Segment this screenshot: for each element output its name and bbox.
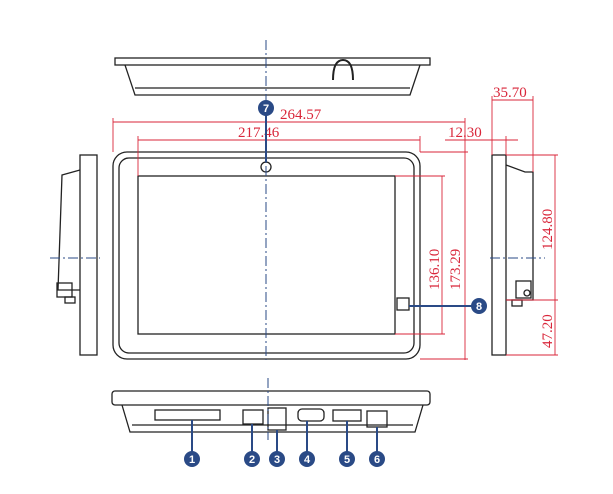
dim-depth-front: 12.30 [448,125,482,141]
serial-port [297,408,325,422]
svg-text:4: 4 [304,454,311,466]
svg-text:8: 8 [476,301,482,313]
svg-text:5: 5 [344,454,350,466]
marker-3: 3 [269,451,285,467]
svg-text:3: 3 [274,454,280,466]
marker-4: 4 [299,451,315,467]
marker-5: 5 [339,451,355,467]
dimension-lines [112,96,558,360]
marker-8: 8 [471,298,487,314]
right-side-view [491,154,534,356]
bottom-view [111,390,431,433]
dim-screen-width: 217.46 [238,125,280,141]
front-view [112,151,421,360]
marker-7: 7 [258,100,274,116]
marker-1: 1 [184,451,200,467]
lan-port-1 [242,409,264,425]
dim-depth-total: 35.70 [493,85,527,101]
left-side-view [56,154,98,356]
usb-port [267,407,287,431]
svg-text:7: 7 [263,103,269,115]
svg-text:1: 1 [189,454,195,466]
terminal-block-port [154,409,221,421]
callout-leaders [191,114,472,452]
dim-side-upper: 124.80 [540,209,556,250]
dim-screen-height: 136.10 [427,249,443,290]
marker-6: 6 [369,451,385,467]
marker-2: 2 [244,451,260,467]
svg-text:6: 6 [374,454,380,466]
centerlines [50,40,545,440]
dim-overall-height: 173.29 [448,249,464,290]
svg-text:2: 2 [249,454,255,466]
top-view [114,57,431,96]
dim-side-lower: 47.20 [540,314,556,348]
dim-overall-width: 264.57 [280,107,322,123]
power-connector [332,409,362,422]
